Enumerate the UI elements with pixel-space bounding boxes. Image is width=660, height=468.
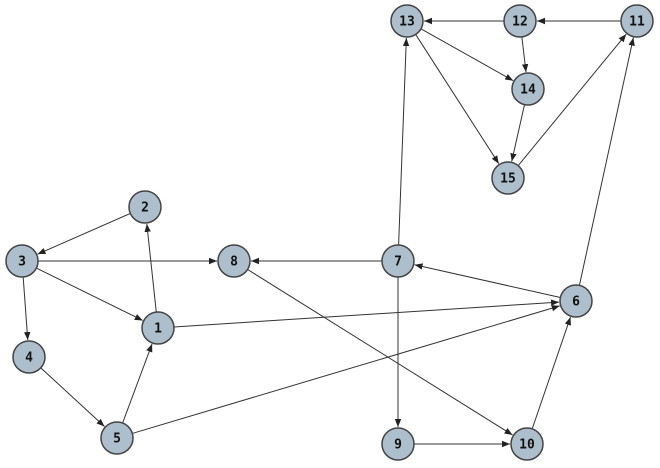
node-label: 13 xyxy=(399,15,415,30)
edge-1-to-2 xyxy=(144,223,157,313)
edge-5-to-1 xyxy=(122,343,153,424)
edge-10-to-6 xyxy=(531,316,571,430)
node-circle xyxy=(491,161,525,195)
node-8: 8 xyxy=(217,244,251,278)
node-15: 15 xyxy=(491,161,525,195)
edge-6-to-7 xyxy=(414,263,561,298)
node-circle xyxy=(620,4,654,38)
node-10: 10 xyxy=(510,427,544,461)
node-label: 15 xyxy=(500,172,516,187)
node-label: 3 xyxy=(18,255,26,270)
node-circle xyxy=(141,311,175,345)
node-circle xyxy=(128,190,162,224)
node-label: 6 xyxy=(572,295,580,310)
node-12: 12 xyxy=(503,4,537,38)
node-1: 1 xyxy=(141,311,175,345)
node-label: 8 xyxy=(230,255,238,270)
node-circle xyxy=(217,244,251,278)
edge-3-to-1 xyxy=(36,267,143,321)
node-11: 11 xyxy=(620,4,654,38)
node-6: 6 xyxy=(559,284,593,318)
edge-15-to-11 xyxy=(517,33,627,166)
node-13: 13 xyxy=(390,4,424,38)
node-label: 1 xyxy=(154,322,162,337)
node-label: 5 xyxy=(113,432,121,447)
node-circle xyxy=(510,427,544,461)
edge-3-to-4 xyxy=(22,276,31,341)
node-label: 4 xyxy=(25,351,33,366)
edge-1-to-6 xyxy=(173,299,560,328)
edge-13-to-15 xyxy=(415,34,500,164)
edge-14-to-15 xyxy=(510,104,525,162)
node-circle xyxy=(12,340,46,374)
node-label: 11 xyxy=(629,15,645,30)
edge-2-to-3 xyxy=(37,212,131,255)
node-2: 2 xyxy=(128,190,162,224)
node-14: 14 xyxy=(511,72,545,106)
node-circle xyxy=(511,72,545,106)
node-circle xyxy=(390,4,424,38)
node-label: 14 xyxy=(520,83,536,98)
node-7: 7 xyxy=(381,244,415,278)
edge-5-to-6 xyxy=(132,305,560,434)
edge-7-to-13 xyxy=(398,37,410,246)
node-label: 2 xyxy=(141,201,149,216)
node-circle xyxy=(381,427,415,461)
edge-13-to-14 xyxy=(420,28,514,82)
edge-6-to-11 xyxy=(578,37,635,286)
node-3: 3 xyxy=(5,244,39,278)
node-label: 9 xyxy=(394,438,402,453)
node-label: 7 xyxy=(394,255,402,270)
node-9: 9 xyxy=(381,427,415,461)
node-5: 5 xyxy=(100,421,134,455)
node-label: 12 xyxy=(512,15,528,30)
edge-12-to-14 xyxy=(521,36,529,73)
node-4: 4 xyxy=(12,340,46,374)
node-circle xyxy=(381,244,415,278)
edge-4-to-5 xyxy=(40,367,105,427)
node-circle xyxy=(503,4,537,38)
node-circle xyxy=(100,421,134,455)
edge-8-to-10 xyxy=(247,269,513,436)
node-circle xyxy=(559,284,593,318)
node-circle xyxy=(5,244,39,278)
node-label: 10 xyxy=(519,438,535,453)
